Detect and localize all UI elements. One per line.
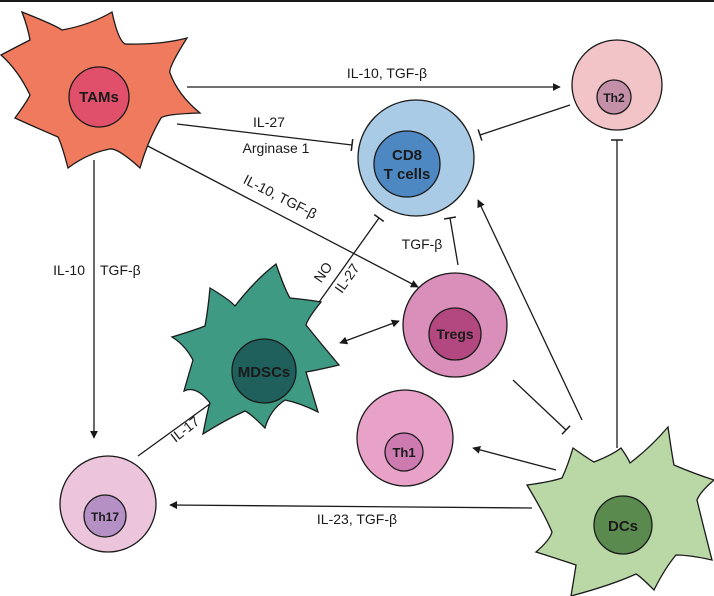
th17-nucleus [83, 494, 127, 538]
label-tams-tregs: IL-10, TGF-β [241, 171, 320, 222]
th1-label: Th1 [392, 445, 415, 460]
mdscs-nucleus [231, 338, 297, 404]
edge-th17-mdscs [137, 397, 219, 457]
label-tams-th17-tgfb: TGF-β [100, 262, 141, 278]
edge-dcs-th17 [169, 501, 533, 510]
label-tams-th17-il10: IL-10 [53, 262, 85, 278]
tams-label: TAMs [79, 89, 119, 106]
th2-label: Th2 [603, 91, 625, 105]
label-tregs-cd8: TGF-β [402, 236, 443, 252]
cell-th2: Th2 [571, 39, 663, 131]
label-mdscs-cd8-no: NO [310, 259, 335, 285]
label-tams-cd8-il27: IL-27 [253, 114, 285, 130]
th2-nucleus [596, 79, 632, 115]
cell-tams: TAMs [0, 10, 202, 170]
edge-th2-cd8 [477, 104, 571, 141]
cell-tregs: Tregs [402, 272, 508, 378]
cd8-label-line1: CD8 [392, 147, 422, 164]
th1-nucleus [384, 432, 424, 472]
edge-tams-tregs [141, 142, 419, 288]
label-dcs-th17: IL-23, TGF-β [317, 511, 397, 527]
cell-dcs: DCs [525, 425, 714, 596]
edge-dcs-cd8 [477, 199, 583, 421]
cell-th1: Th1 [356, 389, 454, 487]
cell-th17: Th17 [59, 455, 157, 553]
edge-tregs-dcs [512, 379, 571, 435]
edge-dcs-th1 [472, 445, 557, 471]
cd8-label-line2: T cells [384, 166, 431, 183]
edge-tams-cd8 [176, 123, 354, 152]
tams-nucleus [68, 66, 130, 128]
label-tams-th2: IL-10, TGF-β [347, 65, 427, 81]
cell-mdscs: MDSCs [170, 262, 341, 436]
edge-tregs-cd8 [443, 216, 459, 266]
edge-mdscs-tregs [339, 319, 400, 345]
edge-mdscs-cd8 [311, 213, 385, 313]
tregs-label: Tregs [436, 326, 474, 342]
cell-cd8-t-cells: CD8 T cells [357, 99, 475, 217]
tregs-nucleus [428, 307, 482, 361]
dcs-label: DCs [608, 518, 638, 535]
label-tams-cd8-arginase: Arginase 1 [243, 140, 310, 156]
cd8-nucleus [373, 130, 441, 198]
mdscs-label: MDSCs [238, 364, 291, 381]
th17-label: Th17 [91, 510, 119, 524]
label-th17-mdscs: IL-17 [167, 413, 202, 445]
dcs-nucleus [593, 495, 653, 555]
